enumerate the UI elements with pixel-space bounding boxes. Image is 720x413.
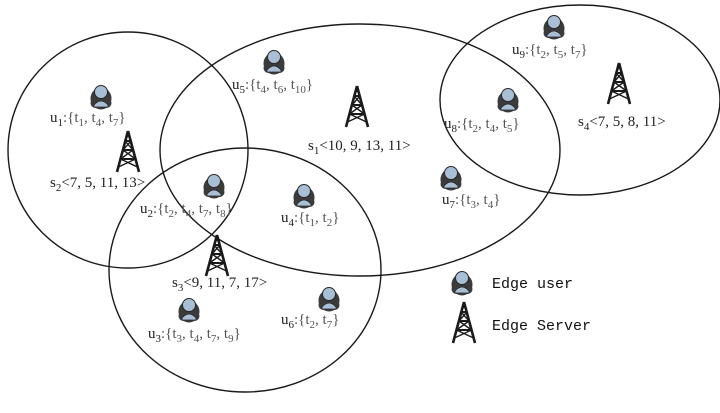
legend-server-label: Edge Server: [492, 318, 591, 335]
person-icon: [178, 298, 200, 323]
person-icon: [318, 287, 340, 312]
person-icon: [451, 271, 473, 296]
legend: Edge user Edge Server: [451, 271, 591, 345]
user-label-u9: u9:{t2, t5, t7}: [512, 42, 588, 61]
person-icon: [440, 166, 462, 191]
user-label-u7: u7:{t3, t4}: [442, 192, 500, 211]
legend-user-label: Edge user: [492, 276, 573, 293]
person-icon: [203, 174, 225, 199]
person-icon: [497, 88, 519, 113]
tower-icon: [451, 300, 477, 345]
user-label-u2: u2:{t2, t4, t7, t8}: [140, 201, 233, 220]
tower-icon: [115, 129, 141, 174]
server-label-s1: s1<10, 9, 13, 11>: [308, 138, 411, 157]
person-icon: [263, 50, 285, 75]
coverage-range-s1: [159, 23, 561, 277]
user-label-u3: u3:{t3, t4, t7, t9}: [148, 326, 241, 345]
user-label-u1: u1:{t1, t4, t7}: [50, 110, 126, 129]
tower-icon: [344, 84, 370, 129]
server-label-s3: s3<9, 11, 7, 17>: [172, 275, 267, 294]
user-label-u8: u8:{t2, t4, t5}: [444, 116, 520, 135]
server-label-s2: s2<7, 5, 11, 13>: [50, 175, 145, 194]
person-icon: [90, 85, 112, 110]
user-label-u6: u6:{t2, t7}: [281, 312, 339, 331]
tower-icon: [606, 61, 632, 106]
coverage-range-s3: [108, 147, 382, 393]
person-icon: [293, 184, 315, 209]
coverage-range-s2: [7, 31, 249, 269]
server-label-s4: s4<7, 5, 8, 11>: [578, 114, 666, 133]
user-label-u5: u5:{t4, t6, t10}: [232, 77, 313, 96]
user-label-u4: u4:{t1, t2}: [281, 210, 339, 229]
person-icon: [543, 15, 565, 40]
tower-icon: [204, 233, 230, 278]
coverage-range-s4: [439, 4, 720, 196]
